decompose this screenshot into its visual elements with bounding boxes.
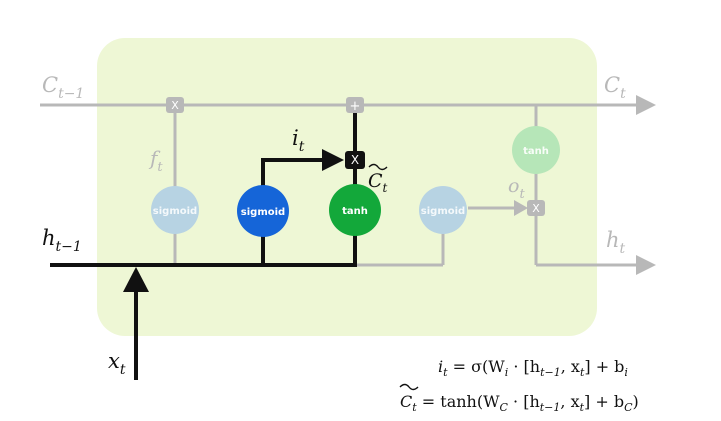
- input-gate-output-label: it: [292, 126, 305, 155]
- output-gate-label: sigmoid: [421, 206, 465, 217]
- svg-text:Ct: Ct: [368, 170, 388, 195]
- cell-state-arrowhead: [636, 95, 656, 115]
- svg-text:Ct = tanh(WC · [ht−1, xt] + bC: Ct = tanh(WC · [ht−1, xt] + bC): [400, 392, 639, 414]
- output-tanh-label: tanh: [523, 146, 549, 157]
- output-multiply-op: X: [527, 200, 545, 216]
- input-multiply-op: X: [345, 151, 365, 169]
- x-input-label: xt: [108, 349, 126, 378]
- output-gate-output-label: ot: [508, 175, 525, 202]
- input-multiply-symbol: X: [351, 153, 359, 167]
- output-gate-node: sigmoid: [419, 186, 467, 234]
- input-gate-arrowhead: [322, 149, 344, 171]
- equation-panel: [390, 336, 721, 421]
- h-prev-label: ht−1: [42, 226, 82, 255]
- forget-multiply-symbol: X: [171, 99, 179, 112]
- input-gate-node: sigmoid: [237, 185, 289, 237]
- output-tanh-node: tanh: [512, 126, 560, 174]
- hidden-output-arrowhead: [636, 255, 656, 275]
- cell-add-symbol: +: [350, 99, 361, 114]
- c-prev-label: Ct−1: [42, 73, 84, 102]
- equation-candidate: Ct = tanh(WC · [ht−1, xt] + bC): [399, 383, 639, 414]
- x-input-arrowhead: [123, 267, 149, 292]
- equation-tilde: [399, 383, 419, 391]
- forget-gate-node: sigmoid: [151, 186, 199, 234]
- output-multiply-symbol: X: [532, 202, 540, 215]
- candidate-label: tanh: [342, 206, 368, 217]
- c-next-label: Ct: [604, 73, 626, 102]
- output-gate-arrowhead: [514, 200, 528, 216]
- forget-gate-label: sigmoid: [153, 206, 197, 217]
- candidate-node: tanh: [329, 184, 381, 236]
- h-next-label: ht: [606, 228, 626, 257]
- input-gate-label: sigmoid: [241, 207, 285, 218]
- candidate-output-label: Ct: [368, 163, 388, 195]
- equation-input-gate: it = σ(Wi · [ht−1, xt] + bi: [438, 357, 628, 379]
- forget-multiply-op: X: [166, 97, 184, 113]
- cell-add-op: +: [346, 97, 364, 114]
- candidate-tilde: [368, 163, 388, 171]
